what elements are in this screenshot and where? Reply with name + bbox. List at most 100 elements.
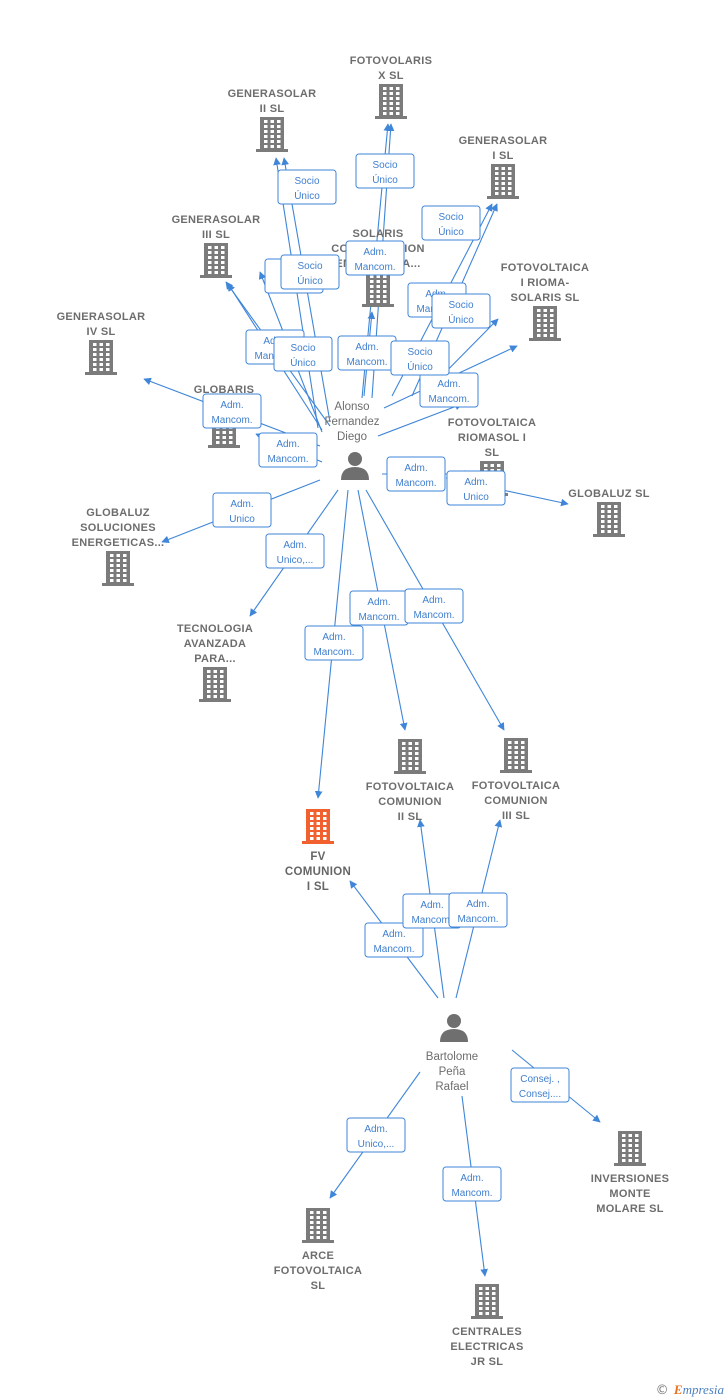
relation-label[interactable]: Adm. Mancom. [364, 922, 424, 958]
company-name-line: II SL [260, 103, 285, 115]
relation-label-line: Adm. [355, 342, 378, 353]
relation-label-line: Socio [372, 160, 397, 171]
company-name-line: I SL [307, 881, 329, 893]
relation-label-line: Unico [229, 514, 255, 525]
company-name-line: MOLARE SL [596, 1203, 663, 1215]
relation-label[interactable]: Consej. ,Consej.... [510, 1067, 570, 1103]
relation-label-line: Adm. [220, 400, 243, 411]
relation-label-line: Mancom. [395, 478, 436, 489]
relation-label-line: Adm. [230, 499, 253, 510]
relation-label[interactable]: Adm.Unico [446, 470, 506, 506]
relation-label-line: Adm. [367, 597, 390, 608]
relation-label-line: Único [372, 173, 398, 186]
person-name-line: Bartolome [426, 1051, 478, 1063]
building-icon [256, 117, 288, 152]
person-name-line: Fernandez [325, 416, 380, 428]
company-node-globaluz-sl[interactable]: GLOBALUZ SL [568, 488, 650, 537]
brand-name: mpresia [682, 1382, 724, 1397]
relation-label-line: Mancom. [457, 914, 498, 925]
relation-label[interactable]: Adm.Mancom. [258, 432, 318, 468]
relation-label[interactable]: Adm.Mancom. [304, 625, 364, 661]
company-name-line: I RIOMA- [521, 277, 570, 289]
company-name-line: COMUNION [484, 795, 548, 807]
relation-label[interactable]: Adm. Mancom. [386, 456, 446, 492]
relation-label-line: Adm. [364, 1124, 387, 1135]
company-name-line: GENERASOLAR [228, 88, 317, 100]
relation-label-line: Consej.... [519, 1089, 561, 1100]
building-icon [85, 340, 117, 375]
relation-label[interactable]: Adm.Mancom. [402, 893, 462, 929]
relation-label-line: Único [290, 356, 316, 369]
relation-label[interactable]: Adm. Mancom. [404, 588, 464, 624]
relation-label[interactable]: Adm.Mancom. [202, 393, 262, 429]
person-icon [440, 1014, 468, 1042]
relation-label-line: Adm. [382, 929, 405, 940]
company-name-line: ARCE [302, 1250, 334, 1262]
relation-label[interactable]: Adm.Mancom. [345, 240, 405, 276]
relation-label-line: Adm. [404, 463, 427, 474]
relation-label[interactable]: Adm.Mancom. [419, 372, 479, 408]
relation-label[interactable]: Adm. Mancom. [448, 892, 508, 928]
company-name-line: GLOBALUZ SL [568, 488, 650, 500]
relation-label-line: Mancom. [413, 610, 454, 621]
company-node-globaluz-soluciones[interactable]: GLOBALUZSOLUCIONESENERGETICAS... [72, 507, 165, 586]
company-name-line: GENERASOLAR [459, 135, 548, 147]
relation-label-line: Socio [294, 176, 319, 187]
relation-label-line: Adm. [422, 595, 445, 606]
relation-label-line: Adm. [466, 899, 489, 910]
relation-label[interactable]: Adm. Mancom. [337, 335, 397, 371]
relation-label-line: Unico,... [277, 555, 314, 566]
relation-label[interactable]: Adm.Unico,... [346, 1117, 406, 1153]
relation-label-line: Mancom. [346, 357, 387, 368]
company-name-line: I SL [492, 150, 513, 162]
company-name-line: SOLARIS SL [510, 292, 579, 304]
relation-label[interactable]: Adm.Unico,... [265, 533, 325, 569]
relation-label-line: Mancom. [267, 454, 308, 465]
relation-label[interactable]: Adm.Mancom. [442, 1166, 502, 1202]
building-icon [614, 1131, 646, 1166]
building-icon [199, 667, 231, 702]
relation-label-line: Adm. [460, 1173, 483, 1184]
relation-label-line: Mancom. [373, 944, 414, 955]
relation-label[interactable]: Adm. Mancom. [349, 590, 409, 626]
company-node-generasolar-ii[interactable]: GENERASOLAR II SL [228, 88, 317, 152]
building-icon [593, 502, 625, 537]
relation-label-line: Adm. [363, 247, 386, 258]
company-name-line: ELECTRICAS [450, 1341, 523, 1353]
company-name-line: GENERASOLAR [172, 214, 261, 226]
company-node-tecnologia[interactable]: TECNOLOGIAAVANZADAPARA... [177, 623, 253, 702]
relation-label-line: Mancom. [358, 612, 399, 623]
relation-label[interactable]: Adm. Unico [212, 492, 272, 528]
company-name-line: GENERASOLAR [57, 311, 146, 323]
company-name-line: ENERGETICAS... [72, 537, 165, 549]
brand-initial: E [673, 1382, 683, 1397]
relation-label-line: Mancom. [313, 647, 354, 658]
relation-edge-alonso-fotovoltaica-riomasol [377, 402, 463, 437]
company-name-line: RIOMASOL I [458, 432, 526, 444]
company-name-line: PARA... [194, 653, 236, 665]
building-icon [471, 1284, 503, 1319]
company-name-line: II SL [398, 811, 423, 823]
company-node-generasolar-i[interactable]: GENERASOLAR I SL [459, 135, 548, 199]
person-name-line: Diego [337, 431, 367, 443]
company-name-line: SL [485, 447, 500, 459]
